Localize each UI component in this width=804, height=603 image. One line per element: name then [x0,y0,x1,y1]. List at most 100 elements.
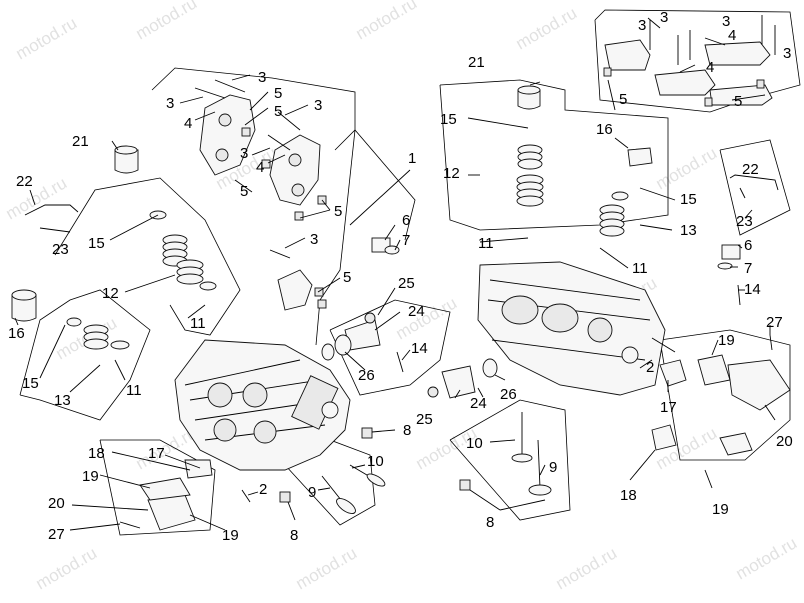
callout-19: 19 [222,527,239,544]
callout-4: 4 [184,115,192,132]
watermark: motod.ru [33,543,101,593]
watermark: motod.ru [13,13,81,63]
watermark: motod.ru [133,0,201,43]
callout-5: 5 [240,183,248,200]
callout-3: 3 [310,231,318,248]
rear-manifold-outline [659,329,791,461]
sensor-rear [659,359,687,387]
callout-4: 4 [728,27,736,44]
callout-3: 3 [660,9,668,26]
callout-10: 10 [466,435,483,452]
callout-23: 23 [736,213,753,230]
callout-15: 15 [440,111,457,128]
callout-25: 25 [416,411,433,428]
callout-5: 5 [334,203,342,220]
callout-3: 3 [258,69,266,86]
callout-4: 4 [706,59,714,76]
shim-rear [627,147,653,167]
callout-17: 17 [660,399,677,416]
watermark: motod.ru [3,173,71,223]
callout-3: 3 [783,45,791,62]
callout-27: 27 [766,314,783,331]
callout-1: 1 [408,150,416,167]
callout-3: 3 [314,97,322,114]
callout-3: 3 [722,13,730,30]
watermark: motod.ru [733,533,801,583]
callout-15: 15 [22,375,39,392]
callout-18: 18 [620,487,637,504]
callout-25: 25 [398,275,415,292]
callout-8: 8 [486,514,494,531]
callout-13: 13 [54,392,71,409]
front-spring-outline [19,289,151,421]
callout-7: 7 [402,232,410,249]
watermark: motod.ru [653,143,721,193]
callout-5: 5 [274,85,282,102]
valves [321,412,552,514]
valve-springs [66,144,629,350]
callout-6: 6 [744,237,752,254]
head-link-outline [334,129,416,241]
callout-19: 19 [82,468,99,485]
sensor-rear-lower [651,424,677,451]
sensor-front [184,459,213,479]
callout-20: 20 [776,433,793,450]
callout-14: 14 [744,281,761,298]
callout-23: 23 [52,241,69,258]
watermark: motod.ru [553,543,621,593]
callout-3: 3 [638,17,646,34]
callout-15: 15 [88,235,105,252]
callout-15: 15 [680,191,697,208]
callout-21: 21 [72,133,89,150]
callout-2: 2 [646,359,654,376]
callout-24: 24 [408,303,425,320]
callout-8: 8 [290,527,298,544]
intake-parts [139,319,791,531]
rear-manifold [727,359,791,411]
callout-26: 26 [500,386,517,403]
tappet-bucket-front [114,149,139,174]
watermark: motod.ru [293,543,361,593]
callout-18: 18 [88,445,105,462]
intake-manifold-rear [441,365,476,399]
callout-19: 19 [718,332,735,349]
callout-5: 5 [343,269,351,286]
callout-numbers: 1 2 2 3 3 3 3 3 3 3 3 3 4 4 4 4 5 5 5 5 … [8,9,793,544]
callout-11: 11 [478,235,494,252]
callout-10: 10 [367,453,384,470]
callout-20: 20 [48,495,65,512]
callout-22: 22 [742,161,759,178]
front-rocker-assembly [194,79,327,311]
tappet-bucket-rear [517,89,541,110]
callout-13: 13 [680,222,697,239]
front-intake-outline [329,299,451,396]
callout-21: 21 [468,54,485,71]
rear-valve-outline [439,79,669,231]
callout-4: 4 [256,159,264,176]
misc-parts [24,174,779,529]
callout-22: 22 [16,173,33,190]
callout-8: 8 [403,422,411,439]
callout-26: 26 [358,367,375,384]
rear-valve-stem-outline [449,399,571,521]
front-cylinder-head [174,339,351,471]
callout-17: 17 [148,445,165,462]
callout-11: 11 [190,315,206,332]
callout-19: 19 [712,501,729,518]
callout-3: 3 [166,95,174,112]
callout-6: 6 [402,212,410,229]
watermark: motod.ru [513,3,581,53]
callout-5: 5 [274,103,282,120]
callout-16: 16 [596,121,613,138]
callout-11: 11 [126,382,142,399]
callout-27: 27 [48,526,65,543]
rear-cylinder-head [477,261,666,396]
callout-5: 5 [619,91,627,108]
rear-camshaft-cap-outline [594,9,801,113]
shims-and-buckets [11,85,653,322]
callout-14: 14 [411,340,428,357]
rear-pipe-outline [719,139,791,236]
group-outlines [19,9,801,536]
front-manifold [147,494,196,531]
